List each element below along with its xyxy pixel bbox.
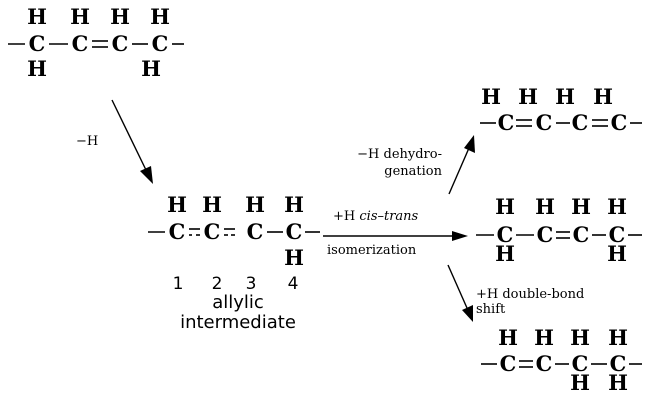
caption-intermediate: intermediate — [180, 312, 296, 333]
atom-h: H — [518, 84, 538, 109]
atom-h: H — [498, 325, 518, 350]
label-minus-h: −H — [76, 134, 98, 149]
atom-c2: C — [537, 222, 554, 247]
atom-h: H — [495, 241, 515, 266]
atom-h: H — [202, 192, 222, 217]
atom-c1: C — [29, 31, 46, 56]
atom-c1: C — [500, 351, 517, 376]
atom-h: H — [110, 4, 130, 29]
atom-c1: C — [497, 222, 514, 247]
molecule-double-bond-shift: C C C C H H H H H H — [481, 325, 642, 395]
atom-c3: C — [247, 219, 264, 244]
label-cis-trans: +H cis–trans — [333, 209, 419, 224]
atom-c2: C — [72, 31, 89, 56]
atom-h: H — [141, 56, 161, 81]
position-number-4: 4 — [288, 274, 299, 294]
atom-c3: C — [573, 222, 590, 247]
atom-h: H — [570, 370, 590, 395]
atom-h: H — [571, 194, 591, 219]
atom-c3: C — [572, 110, 589, 135]
atom-h: H — [481, 84, 501, 109]
atom-h: H — [534, 325, 554, 350]
label-dehydrogenation-1: −H dehydro- — [357, 147, 442, 162]
atom-c4: C — [609, 222, 626, 247]
atom-c2: C — [536, 110, 553, 135]
atom-h: H — [495, 194, 515, 219]
atom-h: H — [607, 241, 627, 266]
arrow-dehydrogenation — [448, 135, 475, 195]
label-double-bond-2: shift — [476, 302, 506, 317]
position-number-2: 2 — [212, 274, 223, 294]
atom-c3: C — [112, 31, 129, 56]
atom-h: H — [150, 4, 170, 29]
atom-h: H — [535, 194, 555, 219]
arrow-double-bond-shift — [447, 264, 473, 322]
label-isomerization: isomerization — [327, 243, 417, 258]
atom-h: H — [608, 325, 628, 350]
atom-h: H — [593, 84, 613, 109]
atom-h: H — [245, 192, 265, 217]
atom-h: H — [570, 325, 590, 350]
atom-c4: C — [286, 219, 303, 244]
label-double-bond-1: +H double-bond — [476, 287, 584, 302]
molecule-start-alkene: C C C C H H H H H H — [8, 4, 184, 81]
label-dehydrogenation-2: genation — [384, 164, 442, 179]
atom-c3: C — [572, 351, 589, 376]
atom-h: H — [284, 192, 304, 217]
atom-h: H — [607, 194, 627, 219]
atom-c4: C — [610, 351, 627, 376]
atom-c2: C — [536, 351, 553, 376]
atom-h: H — [27, 56, 47, 81]
atom-h: H — [555, 84, 575, 109]
atom-h: H — [27, 4, 47, 29]
atom-h: H — [167, 192, 187, 217]
atom-h: H — [608, 370, 628, 395]
molecule-cis-trans-isomer: C C C C H H H H H H — [476, 194, 642, 266]
molecule-diene: C C C C H H H H — [480, 84, 642, 135]
atom-c4: C — [152, 31, 169, 56]
caption-allylic: allylic — [212, 292, 264, 313]
atom-c1: C — [498, 110, 515, 135]
atom-c4: C — [611, 110, 628, 135]
atom-h: H — [70, 4, 90, 29]
molecule-allylic-intermediate: C C C C H H H H H 1 2 3 4 allylic interm… — [148, 192, 320, 333]
atom-h: H — [284, 245, 304, 270]
position-number-1: 1 — [173, 274, 184, 294]
arrow-to-intermediate — [111, 99, 153, 184]
atom-c1: C — [169, 219, 186, 244]
atom-c2: C — [204, 219, 221, 244]
arrow-cis-trans — [323, 231, 468, 241]
position-number-3: 3 — [246, 274, 257, 294]
